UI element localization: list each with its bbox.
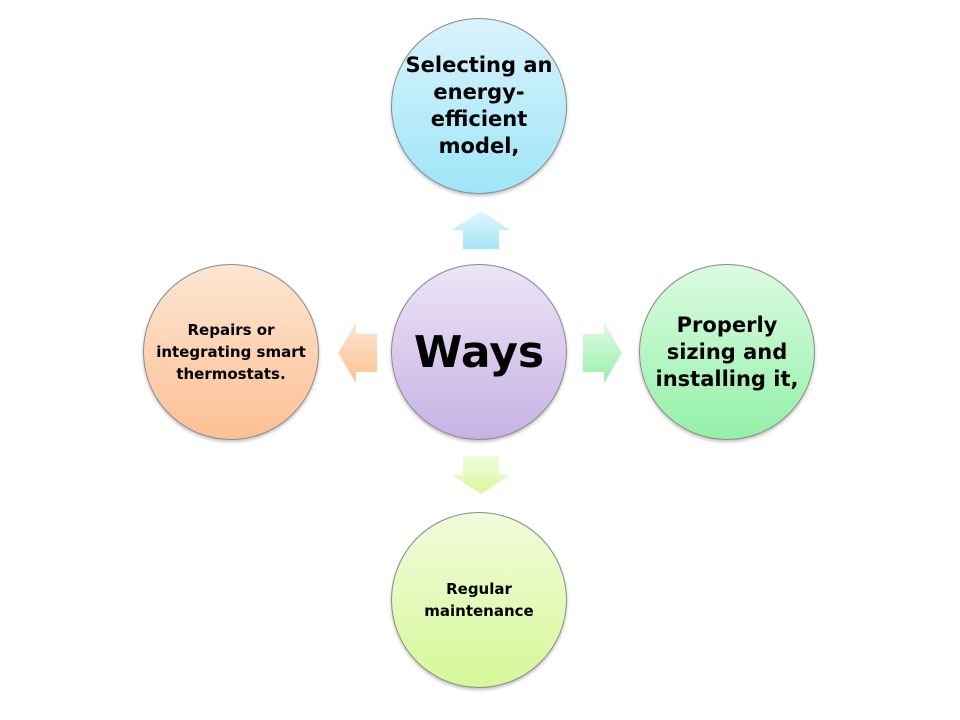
node-right-label: Properly sizing and installing it, <box>655 312 799 391</box>
node-left: Repairs or integrating smart thermostats… <box>143 264 319 440</box>
center-node: Ways <box>391 264 567 440</box>
arrow-right-icon <box>583 323 622 383</box>
arrow-up-icon <box>452 211 510 249</box>
node-bottom: Regular maintenance <box>391 512 567 688</box>
node-bottom-label: Regular maintenance <box>424 580 534 620</box>
arrow-left-icon <box>338 323 377 383</box>
center-label: Ways <box>413 326 545 378</box>
node-top: Selecting an energy-efficient model, <box>391 18 567 194</box>
node-top-label: Selecting an energy-efficient model, <box>405 53 553 158</box>
node-left-label: Repairs or integrating smart thermostats… <box>156 321 306 383</box>
node-right: Properly sizing and installing it, <box>639 264 815 440</box>
arrow-down-icon <box>452 456 510 494</box>
